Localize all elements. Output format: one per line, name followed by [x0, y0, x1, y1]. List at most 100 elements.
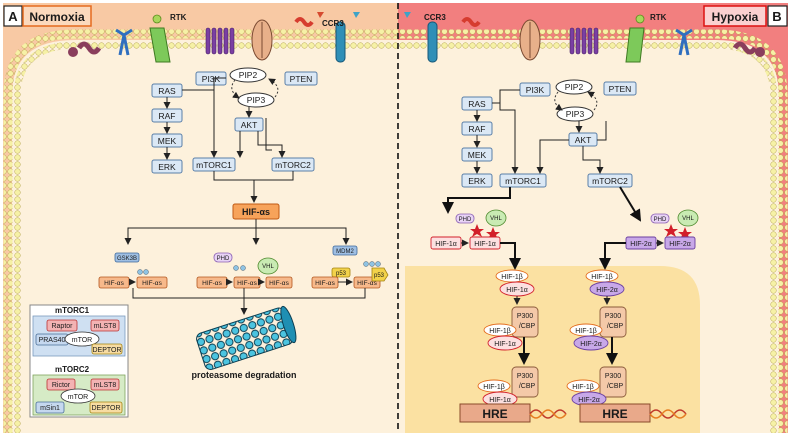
- hif-as-3b: HIF-αs: [357, 280, 377, 287]
- raptor-box: [46, 319, 78, 332]
- panel-letter-b-box: [767, 5, 788, 27]
- pip3-left: PIP3: [247, 95, 266, 105]
- pip2-oval-right: [555, 79, 593, 95]
- cbp-2: /CBP: [519, 383, 536, 390]
- mtorc2-complex-title: mTORC2: [55, 365, 90, 374]
- hre-2: HRE: [602, 407, 627, 421]
- membrane-receptors-right: CCR3 RTK: [404, 12, 765, 63]
- hif-as-1b-box: [136, 276, 168, 289]
- rictor-box: [46, 378, 76, 391]
- p53-box-1: [331, 267, 351, 278]
- hif2a-1: HIF-2α: [630, 241, 652, 248]
- pip2-right: PIP2: [565, 82, 584, 92]
- mek-left: MEK: [158, 136, 177, 146]
- raptor-label: Raptor: [51, 323, 73, 330]
- hif2a-4: HIF-2α: [580, 341, 602, 348]
- mtorc2-left: mTORC2: [275, 160, 311, 170]
- p53-label-1: p53: [336, 271, 347, 277]
- mlst8-box-2: [90, 378, 120, 391]
- ccr3-label-right: CCR3: [424, 13, 446, 22]
- panel-letter-a-box: [3, 5, 23, 27]
- hif1b-3: HIF-1β: [483, 384, 505, 391]
- rictor-label: Rictor: [52, 382, 71, 389]
- erk-right: ERK: [468, 176, 486, 186]
- vhl-oval-left: [257, 257, 279, 275]
- hif1a-1: HIF-1α: [435, 241, 457, 248]
- mtor-oval-1: [64, 331, 100, 347]
- normoxia-pathway: RAS RAF MEK ERK PI3K PIP2 PTEN PIP3 AKT …: [98, 67, 389, 380]
- p300-3: P300: [605, 313, 621, 320]
- hif-as-2a: HIF-αs: [202, 280, 222, 287]
- hif2a-box-2: [664, 236, 696, 250]
- dna-strand-1: [529, 409, 567, 419]
- phd-right-2: PHD: [654, 217, 667, 223]
- mlst8-box-1: [90, 319, 120, 332]
- deptor-label-2: DEPTOR: [91, 405, 120, 412]
- hif-as-2c: HIF-αs: [269, 280, 289, 287]
- akt-right: AKT: [575, 135, 592, 145]
- p53-box-2: [371, 267, 389, 282]
- gsk3b-box: [114, 252, 140, 263]
- mtorc1-complex-title: mTORC1: [55, 306, 90, 315]
- p300-1: P300: [517, 313, 533, 320]
- cell-membrane-inner: [13, 41, 778, 433]
- hif1b-6: HIF-1β: [572, 384, 594, 391]
- p300-box-1: [511, 306, 539, 338]
- rtk-label-right: RTK: [650, 13, 667, 22]
- akt-box-left: [234, 117, 264, 132]
- mtor-label-2: mTOR: [68, 394, 88, 401]
- deptor-box-1: [91, 343, 123, 355]
- proteasome-degradation-label: proteasome degradation: [191, 370, 296, 380]
- ccr3-label-left: CCR3: [322, 19, 344, 28]
- mtorc2-right: mTORC2: [592, 176, 628, 186]
- hif2a-2: HIF-2α: [669, 241, 691, 248]
- cbp-1: /CBP: [519, 323, 536, 330]
- mtor-oval-2: [60, 388, 96, 404]
- normoxia-title: Normoxia: [29, 10, 85, 24]
- hif-as-1a: HIF-αs: [104, 280, 124, 287]
- hre-1: HRE: [482, 407, 507, 421]
- ras-right: RAS: [468, 99, 486, 109]
- hif1b-4: HIF-1β: [591, 274, 613, 281]
- mtorc1-left: mTORC1: [196, 160, 232, 170]
- rtk-label-left: RTK: [170, 13, 187, 22]
- phd-box-right-2: [650, 213, 670, 224]
- vhl-right-1: VHL: [490, 216, 502, 222]
- pten-box-left: [284, 71, 318, 86]
- pi3k-left: PI3K: [202, 74, 221, 84]
- hif1a-oval-2: [487, 335, 523, 351]
- hif1a-2: HIF-1α: [474, 241, 496, 248]
- pras40-label: PRAS40: [39, 337, 66, 344]
- mtorc1-right: mTORC1: [505, 176, 541, 186]
- phd-left: PHD: [217, 256, 230, 262]
- pten-box-right: [603, 81, 637, 96]
- hif1b-2: HIF-1β: [489, 328, 511, 335]
- mtorc2-box-right: [587, 173, 633, 188]
- mlst8-label-2: mLST8: [94, 382, 117, 389]
- mdm2-box: [332, 245, 358, 256]
- hypoxia-title-box: [703, 5, 767, 27]
- pip2-left: PIP2: [239, 70, 258, 80]
- deptor-label-1: DEPTOR: [92, 347, 121, 354]
- vhl-oval-right-2: [677, 209, 699, 227]
- nucleus-region: [405, 266, 700, 433]
- phd-box-right-1: [455, 213, 475, 224]
- pten-right: PTEN: [609, 84, 632, 94]
- pten-left: PTEN: [290, 74, 313, 84]
- p300-2: P300: [517, 373, 533, 380]
- panel-letter-a: A: [8, 9, 18, 24]
- hif1a-5: HIF-1α: [489, 397, 511, 404]
- membrane-receptors-left: RTK CCR3: [68, 12, 360, 63]
- erk-box-left: [151, 159, 183, 174]
- mdm2-label: MDM2: [336, 249, 354, 255]
- hif1a-3: HIF-1α: [506, 287, 528, 294]
- p300-box-3: [599, 306, 627, 338]
- proteasome: [196, 305, 297, 370]
- msin1-box: [35, 401, 65, 414]
- hif-as-1b: HIF-αs: [142, 280, 162, 287]
- raf-left: RAF: [159, 111, 176, 121]
- pi3k-right: PI3K: [526, 85, 545, 95]
- cbp-3: /CBP: [607, 323, 624, 330]
- hif-as-2b: HIF-αs: [237, 280, 257, 287]
